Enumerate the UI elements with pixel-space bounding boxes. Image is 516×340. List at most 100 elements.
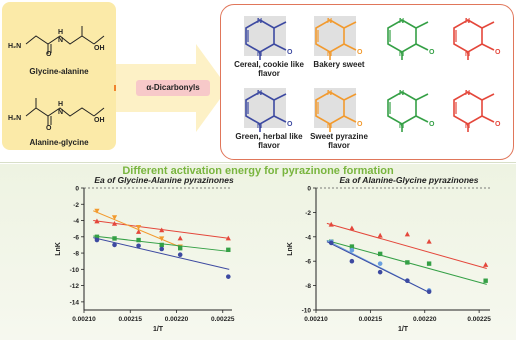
data-point <box>226 247 231 253</box>
svg-text:N: N <box>257 51 262 58</box>
fit-line <box>326 241 431 294</box>
data-point <box>405 260 410 265</box>
flavor-label: Green, herbal like flavor <box>235 132 303 150</box>
svg-text:OH: OH <box>94 45 105 52</box>
data-point <box>94 208 100 214</box>
data-point <box>159 242 164 248</box>
y-tick-label: -4 <box>73 218 79 225</box>
structure-1: N N O Bakery sweet <box>306 14 372 84</box>
data-point <box>404 231 410 237</box>
pyrazinone-ring-icon: N N O <box>387 18 435 60</box>
structure-3: N N O <box>444 14 510 84</box>
x-tick-label: 0.00225 <box>467 316 491 323</box>
svg-text:O: O <box>495 49 501 56</box>
structure-2: N N O <box>378 14 444 84</box>
data-point <box>111 220 118 226</box>
data-point <box>405 278 410 284</box>
data-point <box>94 234 100 239</box>
data-point <box>159 227 165 233</box>
chart-title: Ea of Alanine-Glycine pyrazinones <box>339 176 478 185</box>
chart-glycine-alanine: Ea of Glycine-Alanine pyrazinones0-2-4-6… <box>55 176 235 333</box>
svg-text:O: O <box>429 49 435 56</box>
svg-text:N: N <box>465 18 470 25</box>
x-tick-label: 0.00225 <box>211 316 235 323</box>
svg-text:N: N <box>58 37 63 44</box>
data-point <box>349 225 355 231</box>
alanine-glycine-structure: H₂N H N OH O <box>8 98 105 132</box>
fit-line <box>326 222 487 270</box>
data-point <box>136 243 141 249</box>
data-point <box>377 251 383 257</box>
svg-text:N: N <box>399 123 404 130</box>
y-tick-label: -2 <box>305 210 311 217</box>
y-tick-label: -10 <box>70 267 80 274</box>
svg-text:O: O <box>357 49 363 56</box>
data-point <box>159 246 164 252</box>
data-point <box>111 215 118 221</box>
x-tick-label: 0.00210 <box>72 316 96 323</box>
data-point <box>94 237 100 243</box>
svg-text:H: H <box>58 29 63 36</box>
svg-text:N: N <box>257 123 262 130</box>
data-point <box>135 229 142 234</box>
data-point <box>135 225 142 230</box>
y-tick-label: -12 <box>70 283 80 290</box>
section-divider <box>0 162 516 163</box>
svg-text:N: N <box>58 109 63 116</box>
y-tick-label: -6 <box>73 234 79 241</box>
data-point <box>328 221 334 227</box>
x-tick-label: 0.00220 <box>165 316 189 323</box>
data-point <box>177 235 183 241</box>
svg-text:O: O <box>46 125 52 132</box>
data-point <box>377 269 383 275</box>
y-axis-label: LnK <box>287 242 294 256</box>
x-axis-label: 1/T <box>153 326 164 333</box>
svg-text:O: O <box>429 121 435 128</box>
svg-text:N: N <box>327 51 332 58</box>
structure-6: N N O <box>378 86 444 156</box>
y-tick-label: -2 <box>73 202 79 209</box>
pyrazinone-ring-icon: N N O <box>387 90 435 132</box>
y-tick-label: -8 <box>305 283 311 290</box>
data-point <box>112 242 117 248</box>
data-point <box>136 237 141 243</box>
x-tick-label: 0.00215 <box>359 316 383 323</box>
data-point <box>426 261 432 266</box>
data-point <box>159 236 165 242</box>
y-tick-label: -4 <box>305 234 311 241</box>
x-tick-label: 0.00210 <box>304 316 328 323</box>
data-point <box>483 262 489 267</box>
data-point <box>426 289 432 294</box>
x-tick-label: 0.00215 <box>119 316 143 323</box>
headline: Different activation energy for pyrazino… <box>122 165 394 177</box>
reactant-box <box>2 2 116 150</box>
data-point <box>426 238 432 244</box>
data-point <box>328 240 334 246</box>
svg-text:H₂N: H₂N <box>8 115 21 122</box>
x-axis-label: 1/T <box>398 326 409 333</box>
data-point <box>94 218 100 224</box>
data-point <box>177 252 183 257</box>
data-point <box>377 261 383 266</box>
svg-text:N: N <box>465 51 470 58</box>
svg-text:N: N <box>399 18 404 25</box>
reagent-label: α-Dicarbonyls <box>136 80 210 96</box>
x-tick-label: 0.00220 <box>413 316 437 323</box>
svg-text:N: N <box>399 51 404 58</box>
y-axis-label: LnK <box>55 242 62 256</box>
svg-text:N: N <box>399 90 404 97</box>
y-tick-label: -14 <box>70 299 80 306</box>
data-point <box>226 274 231 279</box>
flavor-label: Bakery sweet <box>313 60 365 69</box>
svg-text:H₂N: H₂N <box>8 43 21 50</box>
chart-title: Ea of Glycine-Alanine pyrazinones <box>94 176 234 185</box>
svg-text:N: N <box>465 123 470 130</box>
svg-text:N: N <box>327 18 332 25</box>
svg-text:N: N <box>327 90 332 97</box>
